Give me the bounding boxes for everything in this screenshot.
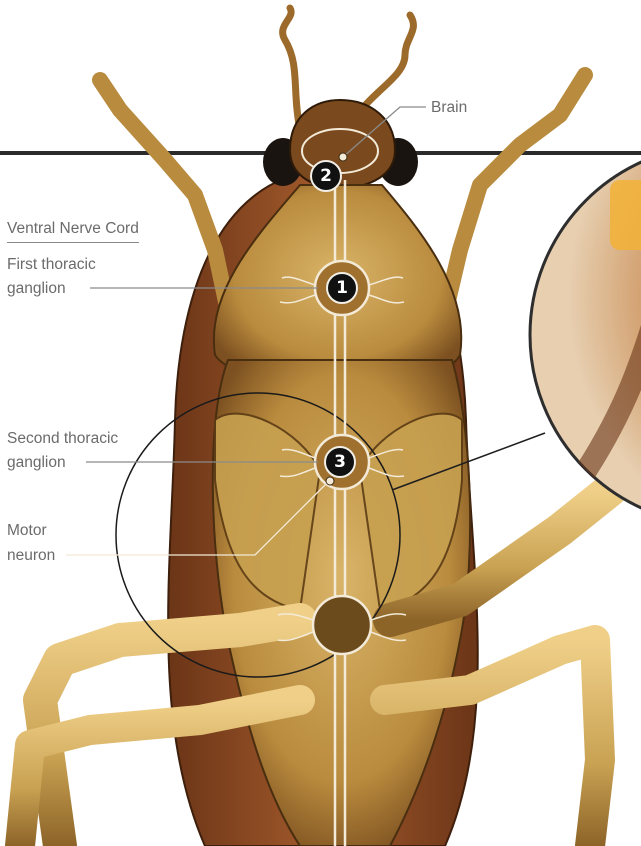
second-thoracic-ganglion-label-line2: ganglion	[7, 452, 66, 473]
ventral-nerve-cord-label: Ventral Nerve Cord	[7, 218, 139, 243]
marker-1: 1	[326, 272, 358, 304]
third-thoracic-ganglion	[313, 596, 371, 654]
brain-label: Brain	[431, 97, 467, 118]
motor-neuron-label-line1: Motor	[7, 520, 47, 541]
second-thoracic-ganglion-label-line1: Second thoracic	[7, 428, 118, 449]
marker-2: 2	[310, 160, 342, 192]
motor-neuron-label-line2: neuron	[7, 545, 55, 566]
first-thoracic-ganglion-label-line1: First thoracic	[7, 254, 96, 275]
first-thoracic-ganglion-label-line2: ganglion	[7, 278, 66, 299]
brain-dot	[339, 153, 347, 161]
marker-3: 3	[324, 446, 356, 478]
left-antenna	[283, 8, 300, 130]
motor-neuron-dot	[326, 477, 334, 485]
head	[290, 100, 395, 188]
